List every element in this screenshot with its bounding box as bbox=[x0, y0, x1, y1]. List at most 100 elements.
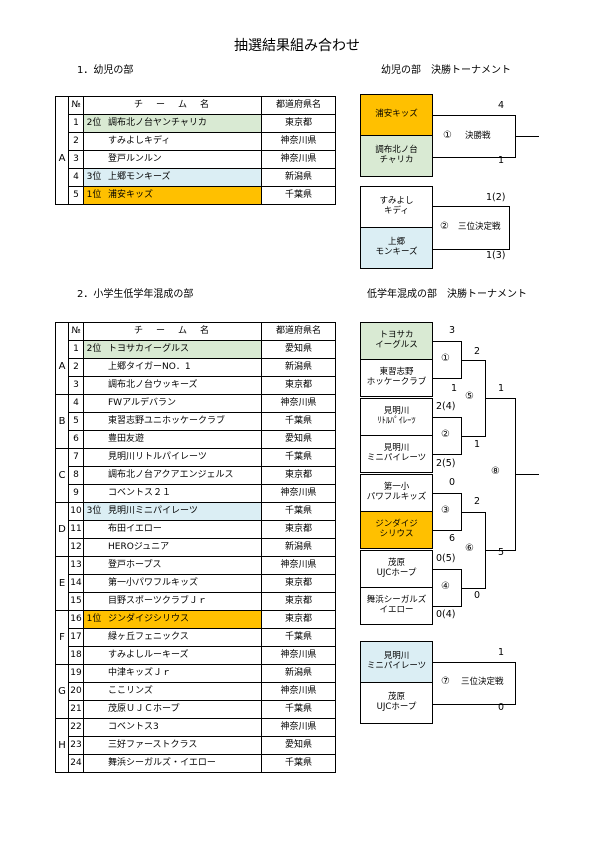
bracket-line bbox=[432, 493, 462, 494]
row-pref: 千葉県 bbox=[261, 448, 336, 467]
score: 1(2) bbox=[486, 192, 506, 203]
score: 3 bbox=[449, 325, 456, 336]
row-rank bbox=[83, 132, 104, 151]
match-number: ④ bbox=[441, 581, 450, 592]
row-no: 17 bbox=[68, 628, 84, 647]
bracket-line bbox=[485, 550, 515, 551]
row-name: 中津キッズＪｒ bbox=[104, 664, 262, 683]
bracket-line bbox=[432, 417, 462, 418]
score: 1 bbox=[498, 155, 505, 166]
group-label: E bbox=[55, 556, 69, 611]
row-no: 19 bbox=[68, 664, 84, 683]
row-pref: 神奈川県 bbox=[261, 150, 336, 169]
row-rank: 2位 bbox=[83, 114, 104, 133]
page-title: 抽選結果組み合わせ bbox=[234, 38, 360, 54]
row-no: 7 bbox=[68, 448, 84, 467]
row-rank bbox=[83, 574, 104, 593]
score: 0(5) bbox=[436, 553, 456, 564]
row-no: 2 bbox=[68, 358, 84, 377]
bracket-line bbox=[432, 454, 462, 455]
bracket-team: 茂原 UJCホープ bbox=[360, 550, 433, 588]
row-rank bbox=[83, 736, 104, 755]
score: 0 bbox=[498, 702, 505, 713]
header-name: チ ー ム 名 bbox=[83, 96, 262, 115]
match-label: 三位決定戦 bbox=[461, 677, 504, 687]
bracket-line bbox=[432, 157, 516, 158]
header-no: № bbox=[68, 96, 84, 115]
bracket-line bbox=[515, 474, 539, 475]
score: 4 bbox=[498, 100, 505, 111]
score: 2(5) bbox=[436, 458, 456, 469]
bracket-line bbox=[461, 588, 486, 589]
row-pref: 千葉県 bbox=[261, 700, 336, 719]
row-name: すみよしキディ bbox=[104, 132, 262, 151]
bracket-team: 調布北ノ台 チャリカ bbox=[360, 135, 433, 177]
bracket-team: トヨサカ イーグルス bbox=[360, 322, 433, 360]
row-rank bbox=[83, 394, 104, 413]
bracket-line bbox=[461, 436, 486, 437]
match-number: ① bbox=[443, 130, 452, 141]
row-name: すみよしルーキーズ bbox=[104, 646, 262, 665]
match-number: ⑥ bbox=[465, 543, 474, 554]
table-header: № チ ー ム 名 都道府県名 bbox=[55, 322, 336, 341]
section1-table: № チ ー ム 名 都道府県名 A 1 2位 調布北ノ台ヤンチャリカ 東京都 2… bbox=[55, 96, 336, 205]
row-name: FWアルデバラン bbox=[104, 394, 262, 413]
row-name: 調布北ノ台ウッキーズ bbox=[104, 376, 262, 395]
bracket-line bbox=[461, 512, 486, 513]
row-name: HEROジュニア bbox=[104, 538, 262, 557]
score: 1 bbox=[474, 439, 481, 450]
table-header: № チ ー ム 名 都道府県名 bbox=[55, 96, 336, 115]
row-no: 6 bbox=[68, 430, 84, 449]
group-label: D bbox=[55, 502, 69, 557]
section2-bracket-title: 低学年混成の部 決勝トーナメント bbox=[367, 289, 527, 300]
row-rank bbox=[83, 484, 104, 503]
bracket-line bbox=[485, 398, 515, 399]
header-pref: 都道府県名 bbox=[261, 96, 336, 115]
row-name: 見明川ミニパイレーツ bbox=[104, 502, 262, 521]
row-pref: 千葉県 bbox=[261, 754, 336, 773]
row-rank bbox=[83, 646, 104, 665]
row-name: 上郷タイガーNO．1 bbox=[104, 358, 262, 377]
row-rank: 3位 bbox=[83, 502, 104, 521]
row-pref: 神奈川県 bbox=[261, 682, 336, 701]
row-pref: 愛知県 bbox=[261, 430, 336, 449]
row-rank bbox=[83, 448, 104, 467]
match-number: ⑧ bbox=[491, 466, 500, 477]
row-rank: 1位 bbox=[83, 186, 104, 205]
row-pref: 神奈川県 bbox=[261, 646, 336, 665]
row-pref: 神奈川県 bbox=[261, 556, 336, 575]
row-name: 調布北ノ台アクアエンジェルス bbox=[104, 466, 262, 485]
row-pref: 東京都 bbox=[261, 610, 336, 629]
bracket-line bbox=[432, 378, 462, 379]
row-rank bbox=[83, 358, 104, 377]
table-row: 2 すみよしキディ 神奈川県 bbox=[56, 132, 336, 151]
row-pref: 東京都 bbox=[261, 592, 336, 611]
row-no: 1 bbox=[68, 340, 84, 359]
row-rank: 3位 bbox=[83, 168, 104, 187]
row-pref: 千葉県 bbox=[261, 186, 336, 205]
row-no: 21 bbox=[68, 700, 84, 719]
bracket-team: ジンダイジ シリウス bbox=[360, 511, 433, 549]
row-name: 見明川リトルパイレーツ bbox=[104, 448, 262, 467]
match-number: ① bbox=[441, 353, 450, 364]
score: 2 bbox=[474, 346, 481, 357]
table-row: A 1 2位 調布北ノ台ヤンチャリカ 東京都 bbox=[55, 114, 336, 205]
group-label: H bbox=[55, 718, 69, 773]
table-row: 3 登戸ルンルン 神奈川県 bbox=[56, 150, 336, 169]
row-no: 1 bbox=[68, 114, 84, 133]
section1-heading: 1．幼児の部 bbox=[77, 65, 134, 76]
match-number: ⑤ bbox=[465, 391, 474, 402]
score: 2 bbox=[474, 496, 481, 507]
row-name: 舞浜シーガルズ・イエロー bbox=[104, 754, 262, 773]
bracket-team: 東習志野 ホッケークラブ bbox=[360, 359, 433, 397]
table-row: 4 3位 上郷モンキーズ 新潟県 bbox=[56, 168, 336, 187]
